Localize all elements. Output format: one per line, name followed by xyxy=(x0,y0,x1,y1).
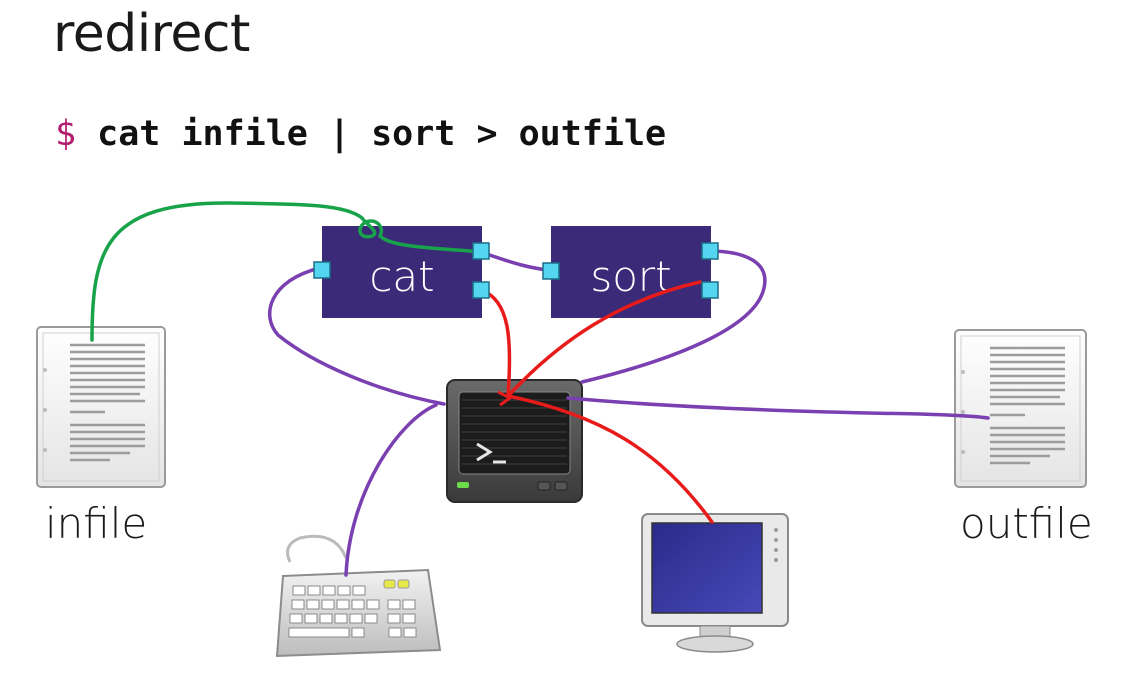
sort-process-box xyxy=(551,226,711,318)
sort-stdin-port xyxy=(542,262,560,280)
sort-stdout-port xyxy=(701,242,719,260)
keyboard-to-terminal-wire xyxy=(344,403,438,577)
terminal-to-cat-stdin-wire xyxy=(268,266,446,406)
stderr-arrowhead xyxy=(497,390,513,407)
infile-label: infile xyxy=(45,499,147,548)
keyboard-icon xyxy=(275,534,442,658)
cat-to-sort-pipe-wire xyxy=(479,250,550,272)
sort-stderr-wire xyxy=(506,280,702,398)
cat-process-label: cat xyxy=(369,252,434,301)
infile-to-cat-wire xyxy=(90,201,483,342)
monitor-icon xyxy=(641,513,789,653)
terminal-icon xyxy=(446,379,583,503)
page-title: redirect xyxy=(53,4,250,64)
terminal-to-monitor-wire xyxy=(506,394,714,524)
cat-stdout-port xyxy=(472,242,490,260)
cat-process-box xyxy=(322,226,482,318)
cat-stdin-port xyxy=(313,261,331,279)
terminal-to-outfile-wire xyxy=(566,396,990,420)
sort-to-terminal-wire xyxy=(580,249,767,384)
outfile-document-icon xyxy=(954,329,1087,488)
command-line: $ cat infile | sort > outfile xyxy=(55,114,666,154)
shell-prompt: $ xyxy=(55,114,77,154)
infile-document-icon xyxy=(36,326,166,488)
outfile-label: outfile xyxy=(960,499,1093,548)
sort-stderr-port xyxy=(701,281,719,299)
command-text: cat infile | sort > outfile xyxy=(97,114,667,154)
cat-stderr-port xyxy=(472,281,490,299)
